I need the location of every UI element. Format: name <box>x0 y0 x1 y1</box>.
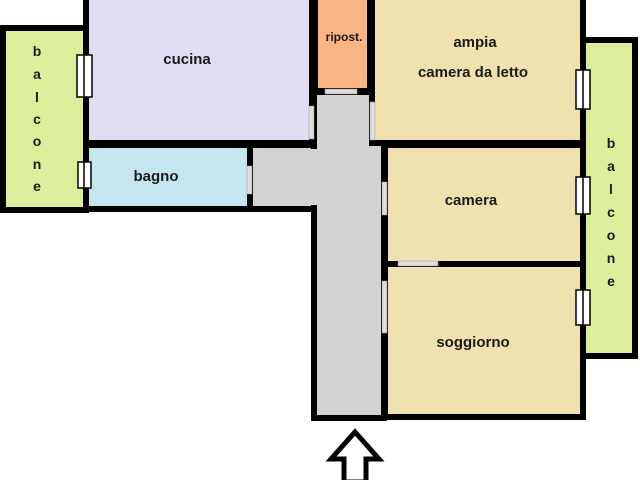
label-cucina: cucina <box>163 51 211 68</box>
up-arrow-icon <box>325 428 385 480</box>
svg-text:l: l <box>609 181 613 197</box>
label-balcone-left: b a l c o n e <box>33 43 42 194</box>
label-camera-da-letto: camera da letto <box>418 64 528 81</box>
svg-text:o: o <box>33 133 42 149</box>
label-camera: camera <box>445 192 498 209</box>
svg-text:n: n <box>33 156 42 172</box>
room-ripostiglio <box>312 0 373 94</box>
room-soggiorno <box>382 261 586 420</box>
label-balcone-right: b a l c o n e <box>607 135 616 289</box>
svg-text:a: a <box>607 158 615 174</box>
svg-text:a: a <box>33 66 41 82</box>
svg-text:c: c <box>33 111 41 127</box>
svg-text:e: e <box>33 178 41 194</box>
room-cucina <box>83 0 315 146</box>
svg-text:b: b <box>33 43 42 59</box>
svg-text:n: n <box>607 250 616 266</box>
corridor-vertical <box>311 89 387 421</box>
balcony-left <box>0 25 89 213</box>
windows <box>76 54 591 326</box>
label-ampia: ampia <box>453 34 497 51</box>
svg-text:l: l <box>35 89 39 105</box>
label-ripostiglio: ripost. <box>326 30 363 44</box>
svg-text:o: o <box>607 227 616 243</box>
room-ampia-camera <box>369 0 586 146</box>
label-soggiorno: soggiorno <box>436 334 509 351</box>
svg-text:c: c <box>607 204 615 220</box>
doors <box>246 88 439 334</box>
label-bagno: bagno <box>134 168 179 185</box>
balcony-right <box>580 37 638 359</box>
room-bagno <box>83 142 253 212</box>
svg-text:e: e <box>607 273 615 289</box>
svg-text:b: b <box>607 135 616 151</box>
